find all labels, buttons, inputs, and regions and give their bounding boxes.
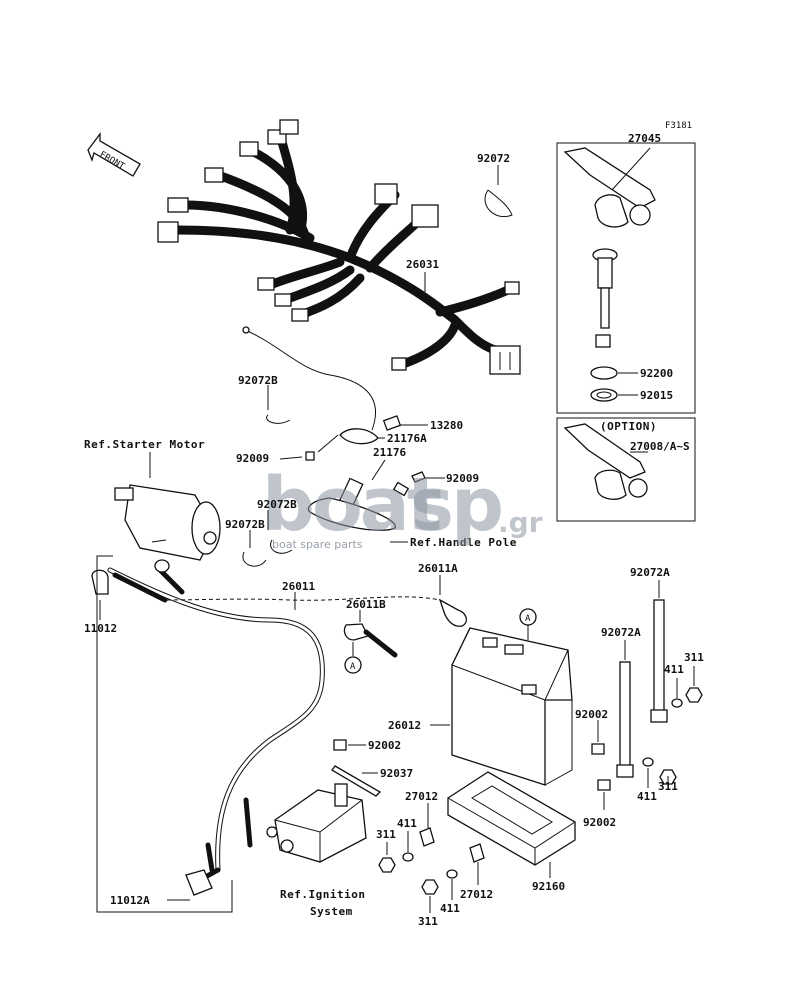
ignition-system-box — [266, 783, 367, 863]
svg-text:boat: boat — [262, 462, 441, 548]
part-label-26011A: 26011A — [418, 562, 458, 575]
part-label-411-bottom: 411 — [637, 790, 657, 803]
bolt-92002-center — [333, 739, 347, 751]
part-label-92072A-right: 92072A — [630, 566, 670, 579]
clip-27012-top — [419, 827, 435, 847]
nut-311-top — [685, 687, 703, 703]
part-label-26012: 26012 — [388, 719, 421, 732]
part-label-26031: 26031 — [406, 258, 439, 271]
part-label-311-top: 311 — [684, 651, 704, 664]
bolt-92002-right-bottom — [597, 779, 611, 791]
washer-411-bottom — [642, 757, 654, 767]
strap-92037 — [331, 765, 382, 797]
part-label-13280: 13280 — [430, 419, 463, 432]
part-label-92160: 92160 — [532, 880, 565, 893]
svg-text:sp: sp — [410, 462, 501, 548]
part-label-92002-right-top: 92002 — [575, 708, 608, 721]
part-label-27012-top: 27012 — [405, 790, 438, 803]
key-switch-option-27008 — [563, 423, 648, 500]
screw-92009-left — [305, 451, 315, 461]
svg-text:.gr: .gr — [498, 506, 543, 539]
part-label-92015: 92015 — [640, 389, 673, 402]
terminal-26011B — [343, 623, 369, 641]
cap-11012A — [185, 869, 213, 896]
key-switch-frame — [556, 142, 696, 414]
o-ring-92200 — [590, 366, 618, 380]
part-label-27012-bottom: 27012 — [460, 888, 493, 901]
part-label-311-bottom: 311 — [658, 780, 678, 793]
part-label-92072B-mid: 92072B — [225, 518, 265, 531]
washer-92015 — [590, 388, 618, 402]
cap-11012 — [91, 569, 109, 595]
svg-text:A: A — [350, 662, 356, 672]
main-harness — [157, 119, 521, 375]
part-label-311-center: 311 — [376, 828, 396, 841]
battery-tray-92160 — [447, 771, 576, 866]
svg-text:A: A — [525, 614, 531, 624]
part-label-27045: 27045 — [628, 132, 661, 145]
part-label-92072B-top: 92072B — [238, 374, 278, 387]
part-label-21176A: 21176A — [387, 432, 427, 445]
part-label-92037: 92037 — [380, 767, 413, 780]
starter-motor — [114, 484, 221, 561]
option-label: (OPTION) — [600, 420, 657, 433]
bolt-92002-right-top — [591, 743, 605, 755]
part-label-92072: 92072 — [477, 152, 510, 165]
key-switch-27045 — [563, 147, 656, 348]
figure-code: F3181 — [665, 121, 692, 131]
nut-311-center — [378, 857, 396, 873]
part-label-92200: 92200 — [640, 367, 673, 380]
clamp-92072 — [484, 189, 513, 218]
part-label-311-low: 311 — [418, 915, 438, 928]
ref-handle-pole: Ref.Handle Pole — [410, 536, 517, 549]
svg-text:boat spare parts: boat spare parts — [272, 538, 363, 551]
part-label-21176: 21176 — [373, 446, 406, 459]
washer-411-center — [402, 852, 414, 862]
part-label-92002-right-bottom: 92002 — [583, 816, 616, 829]
sensor-wire — [244, 329, 377, 431]
part-label-92009-left: 92009 — [236, 452, 269, 465]
option-frame — [556, 417, 696, 522]
nut-311-low — [421, 879, 439, 895]
marker-a-right — [519, 608, 537, 626]
washer-411-low — [446, 869, 458, 879]
left-bracket — [96, 555, 233, 913]
ref-ignition-line1: Ref.Ignition — [280, 888, 365, 901]
battery-cable-26011 — [107, 559, 441, 873]
part-label-92009-right: 92009 — [446, 472, 479, 485]
part-label-26011: 26011 — [282, 580, 315, 593]
part-label-92072B-right: 92072B — [257, 498, 297, 511]
part-label-411-top: 411 — [664, 663, 684, 676]
part-label-92002-center: 92002 — [368, 739, 401, 752]
part-13280 — [382, 415, 402, 431]
terminal-26011A — [438, 598, 468, 627]
ref-starter-motor: Ref.Starter Motor — [84, 438, 205, 451]
part-label-411-low: 411 — [440, 902, 460, 915]
marker-a-left — [344, 656, 362, 674]
front-arrow-icon: FRONT — [87, 132, 141, 177]
part-label-411-center: 411 — [397, 817, 417, 830]
part-label-27008: 27008/A~S — [630, 440, 690, 453]
battery-26012 — [451, 627, 573, 786]
clip-27012-bottom — [469, 843, 485, 863]
part-21176A — [339, 428, 379, 445]
strap-92072A — [616, 599, 668, 778]
part-label-11012A: 11012A — [110, 894, 150, 907]
handle-pole-part — [307, 477, 410, 531]
part-label-92072A-left: 92072A — [601, 626, 641, 639]
washer-411-top — [671, 698, 683, 708]
ref-ignition-line2: System — [310, 905, 353, 918]
part-label-11012: 11012 — [84, 622, 117, 635]
part-label-26011B: 26011B — [346, 598, 386, 611]
watermark-logo: boat sp .gr boat spare parts — [262, 462, 543, 551]
